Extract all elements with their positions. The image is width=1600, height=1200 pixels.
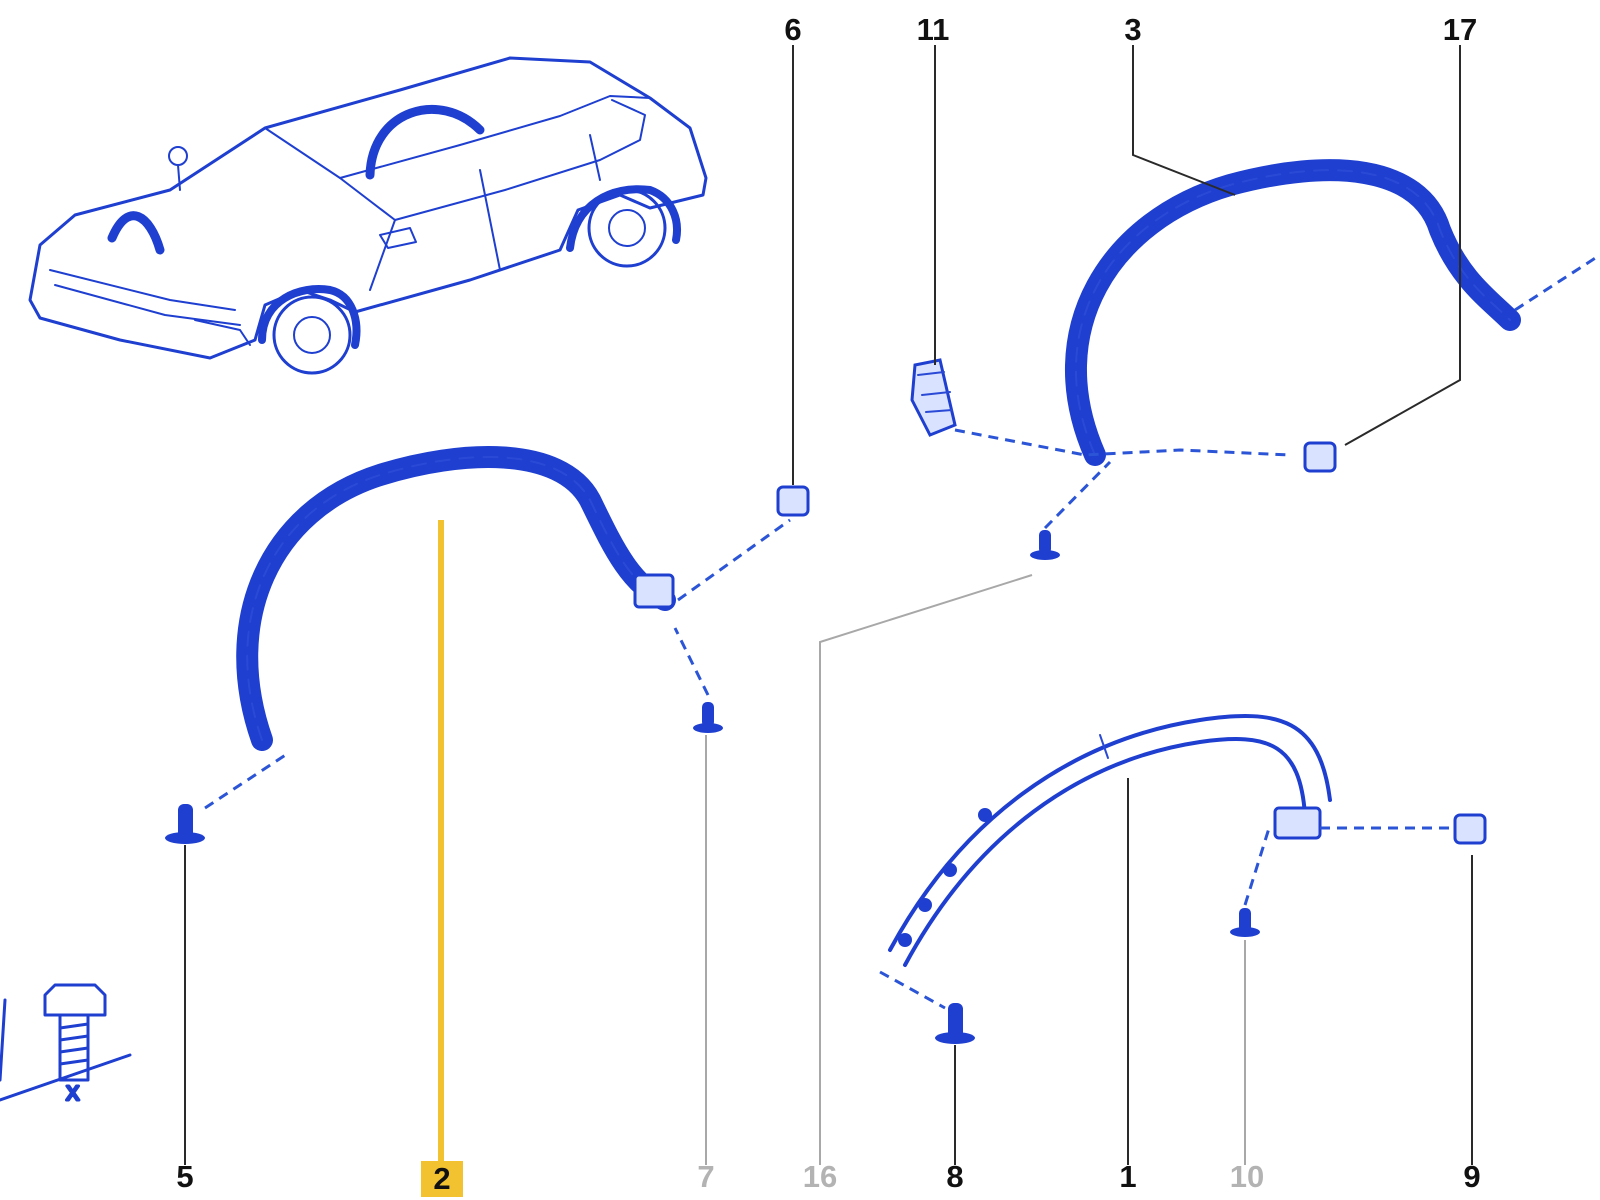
bolt-dimension-x: X bbox=[66, 1083, 79, 1105]
clip-nut-17 bbox=[1303, 441, 1337, 473]
callout-2-highlight bbox=[421, 1161, 463, 1197]
callout-7: 7 bbox=[697, 1159, 714, 1194]
bolt-detail: X bbox=[0, 983, 132, 1107]
callout-9: 9 bbox=[1463, 1159, 1480, 1194]
push-clip-5 bbox=[165, 804, 205, 844]
assembly-lines bbox=[204, 253, 1600, 1010]
callout-6: 6 bbox=[784, 12, 801, 47]
callout-3: 3 bbox=[1124, 12, 1141, 47]
clip-nut-9 bbox=[1453, 813, 1487, 845]
push-clip-8 bbox=[935, 1003, 975, 1044]
callout-11: 11 bbox=[917, 12, 950, 47]
callout-1: 1 bbox=[1119, 1159, 1136, 1194]
front-arch-molding-2 bbox=[236, 446, 676, 751]
sill-end-molding-11 bbox=[910, 358, 957, 437]
callouts-bottom: 5 2 7 16 8 1 10 9 bbox=[176, 1159, 1481, 1197]
clip-nut-6 bbox=[776, 485, 810, 517]
leader-lines bbox=[184, 45, 1473, 1165]
callout-2: 2 bbox=[433, 1161, 450, 1196]
callout-10: 10 bbox=[1230, 1159, 1264, 1194]
vehicle-overview-illustration bbox=[28, 56, 708, 375]
push-clip-16 bbox=[1030, 530, 1060, 560]
callout-5: 5 bbox=[176, 1159, 193, 1194]
callouts-top: 6 11 3 17 bbox=[784, 12, 1477, 47]
lower-arch-molding-1 bbox=[888, 714, 1332, 967]
push-clip-10 bbox=[1230, 908, 1260, 937]
callout-17: 17 bbox=[1443, 12, 1477, 47]
callout-16: 16 bbox=[803, 1159, 837, 1194]
rear-arch-molding-3 bbox=[1065, 159, 1521, 466]
push-clip-7 bbox=[693, 702, 723, 733]
callout-8: 8 bbox=[946, 1159, 963, 1194]
